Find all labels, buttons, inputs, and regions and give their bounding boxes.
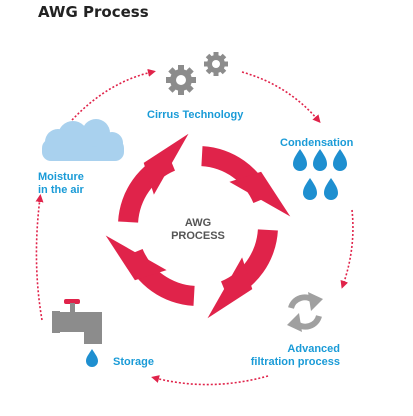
center-label-line2: PROCESS xyxy=(171,230,225,242)
center-arrow-3 xyxy=(105,235,195,306)
label-storage: Storage xyxy=(113,356,154,368)
label-moisture-in-air: Moisture in the air xyxy=(38,171,84,197)
label-advanced-filtration: Advanced filtration process xyxy=(240,343,340,369)
faucet-water-drop-icon xyxy=(86,349,98,367)
cycle-arrow-filtration-to-storage xyxy=(151,375,269,386)
cloud-icon xyxy=(42,119,124,161)
page-title: AWG Process xyxy=(38,3,149,21)
cycle-arrow-storage-to-moisture xyxy=(35,194,44,321)
faucet-icon xyxy=(52,299,102,344)
cycle-arrow-moisture-to-cirrus xyxy=(71,68,156,121)
center-label: AWG PROCESS xyxy=(150,217,246,243)
center-arrow-1 xyxy=(201,146,291,217)
label-cirrus-technology: Cirrus Technology xyxy=(147,109,244,121)
cycle-arrow-condensation-to-filtration xyxy=(340,209,354,289)
label-moisture-line1: Moisture xyxy=(38,171,84,183)
center-arrow-4 xyxy=(118,133,189,223)
water-drops-icon xyxy=(293,149,347,200)
label-moisture-line2: in the air xyxy=(38,184,84,196)
label-filtration-line2: filtration process xyxy=(250,356,340,368)
center-arrow-2 xyxy=(207,229,278,319)
recycle-arrows-icon xyxy=(287,292,323,332)
center-label-line1: AWG xyxy=(184,217,212,229)
center-cycle xyxy=(105,133,291,319)
label-condensation: Condensation xyxy=(280,137,354,149)
label-filtration-line1: Advanced xyxy=(287,343,340,355)
outer-cycle xyxy=(35,68,354,386)
gears-icon xyxy=(166,52,228,95)
cycle-arrow-cirrus-to-condensation xyxy=(241,71,321,124)
